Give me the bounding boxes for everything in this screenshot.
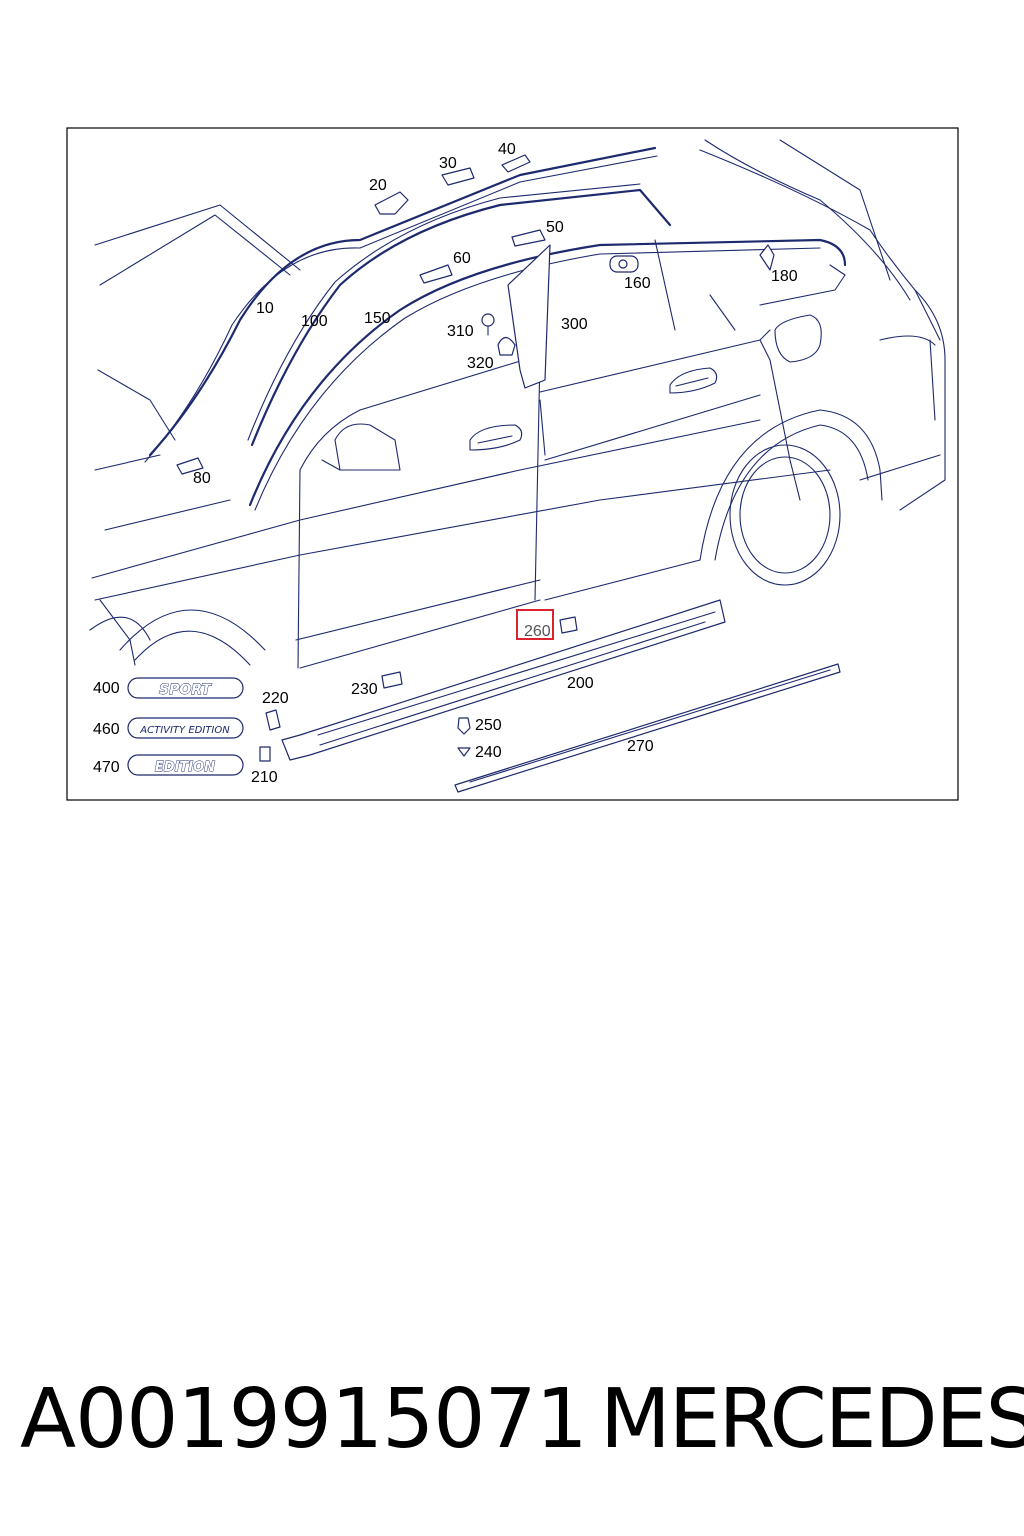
edition-badge: EDITION bbox=[127, 754, 244, 776]
callout-150: 150 bbox=[364, 310, 391, 327]
callout-230: 230 bbox=[351, 681, 378, 698]
callout-300: 300 bbox=[561, 316, 588, 333]
callout-210: 210 bbox=[251, 769, 278, 786]
callout-220: 220 bbox=[262, 690, 289, 707]
roof-moldings bbox=[144, 146, 847, 511]
car-outline bbox=[89, 139, 946, 669]
part-number: A0019915071 bbox=[20, 1372, 588, 1467]
callout-10: 10 bbox=[256, 300, 274, 317]
callout-400: 400 bbox=[93, 680, 120, 697]
activity-edition-badge-text: ACTIVITY EDITION bbox=[139, 725, 230, 736]
sport-badge: SPORT bbox=[127, 677, 244, 699]
footer: A0019915071 MERCEDES bbox=[0, 1370, 1024, 1470]
callout-20: 20 bbox=[369, 177, 387, 194]
callout-250: 250 bbox=[475, 717, 502, 734]
callout-260-highlight bbox=[516, 609, 554, 640]
callout-270: 270 bbox=[627, 738, 654, 755]
callout-320: 320 bbox=[467, 355, 494, 372]
callout-160: 160 bbox=[624, 275, 651, 292]
clips-and-fasteners bbox=[176, 154, 775, 762]
callout-240: 240 bbox=[475, 744, 502, 761]
callout-50: 50 bbox=[546, 219, 564, 236]
callout-470: 470 bbox=[93, 759, 120, 776]
sport-badge-text: SPORT bbox=[159, 682, 212, 698]
callout-260: 260 bbox=[524, 623, 551, 640]
activity-edition-badge: ACTIVITY EDITION bbox=[127, 717, 244, 739]
callout-180: 180 bbox=[771, 268, 798, 285]
callout-60: 60 bbox=[453, 250, 471, 267]
callout-labels: 10 20 30 40 50 60 80 100 150 160 180 200… bbox=[93, 141, 798, 786]
callout-310: 310 bbox=[447, 323, 474, 340]
edition-badge-text: EDITION bbox=[155, 760, 215, 775]
brand-name: MERCEDES bbox=[600, 1372, 1024, 1467]
callout-80: 80 bbox=[193, 470, 211, 487]
callout-30: 30 bbox=[439, 155, 457, 172]
callout-100: 100 bbox=[301, 313, 328, 330]
callout-40: 40 bbox=[498, 141, 516, 158]
callout-460: 460 bbox=[93, 721, 120, 738]
sill-panels bbox=[281, 599, 841, 793]
callout-200: 200 bbox=[567, 675, 594, 692]
